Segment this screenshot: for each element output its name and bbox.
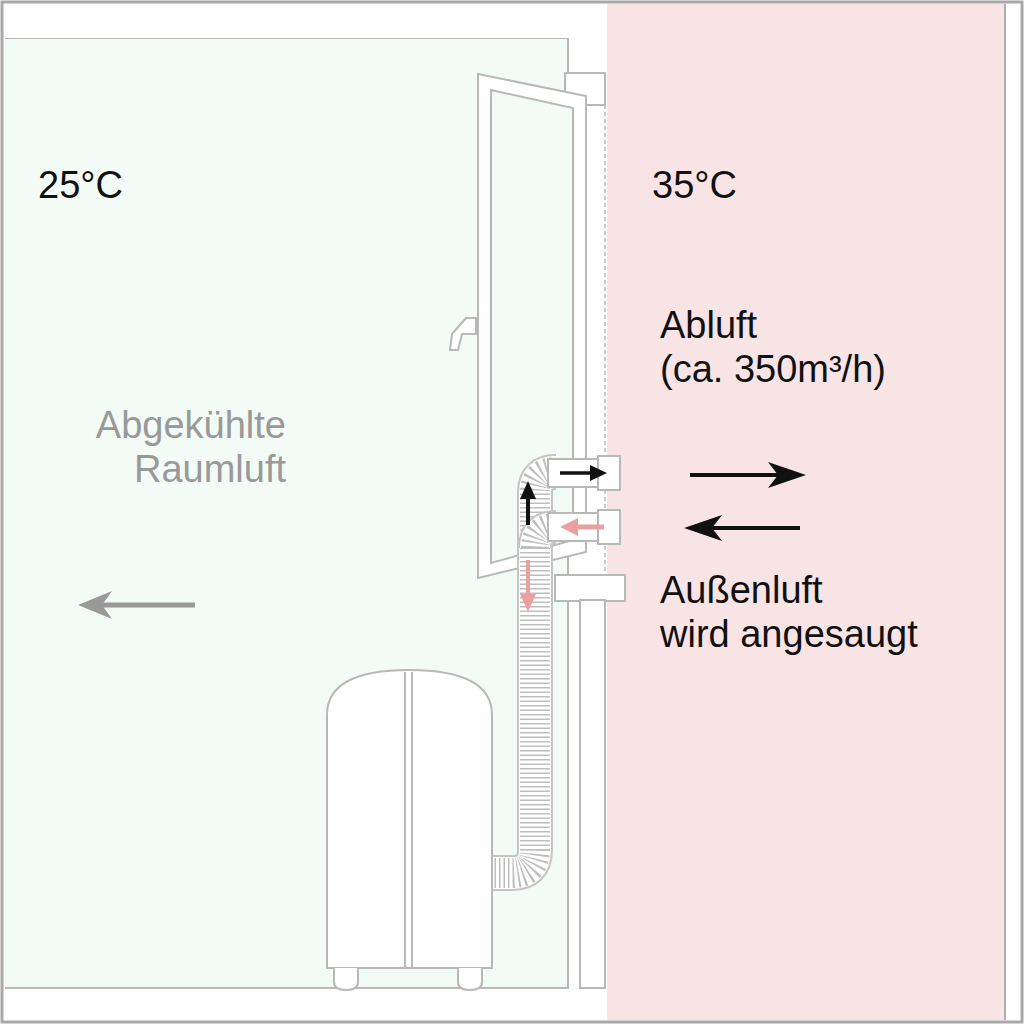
- window-opening: [604, 105, 606, 575]
- label-line: (ca. 350m³/h): [660, 347, 886, 391]
- hose-body: [490, 472, 556, 873]
- label-line: Raumluft: [96, 447, 286, 491]
- hose: [490, 472, 556, 873]
- cool-air-arrow: [100, 603, 195, 608]
- wall-top: [5, 5, 605, 38]
- flow-arrow-head: [520, 481, 536, 499]
- flow-label: Außenluft wird angesaugt: [660, 568, 918, 656]
- wall-below-window: [580, 600, 605, 988]
- flow-arrow: [560, 471, 592, 475]
- window-sill: [555, 575, 625, 601]
- window-handle: [450, 318, 476, 350]
- flow-arrow: [526, 560, 530, 594]
- temperature-label: 35°C: [652, 163, 737, 207]
- unit-seam: [404, 672, 406, 968]
- flow-arrow-head: [590, 465, 607, 481]
- window-pane: [491, 90, 573, 563]
- room-air-label: Abgekühlte Raumluft: [96, 403, 286, 491]
- wheel: [458, 968, 482, 990]
- temperature-label: 25°C: [38, 163, 123, 207]
- label-line: Abgekühlte: [96, 403, 286, 447]
- wall-bottom: [5, 989, 605, 1020]
- intake-arrow: [708, 526, 800, 530]
- exhaust-arrow: [690, 473, 782, 477]
- flow-arrow: [526, 497, 530, 525]
- outdoor-area: [607, 4, 1005, 1020]
- label-line: Abluft: [660, 303, 886, 347]
- label-line: Außenluft: [660, 568, 918, 612]
- flow-arrow: [576, 525, 604, 530]
- flow-label: Abluft (ca. 350m³/h): [660, 303, 886, 391]
- air-conditioner: [327, 670, 492, 968]
- flow-arrow-head: [560, 518, 578, 536]
- intake-arrow-head: [684, 515, 722, 541]
- room-ground: [5, 5, 605, 1020]
- cool-air-arrow-head: [78, 591, 112, 619]
- wheel: [334, 968, 358, 990]
- label-line: wird angesaugt: [660, 612, 918, 656]
- outdoor-edge: [1004, 4, 1006, 1020]
- hose-ribs: [490, 472, 556, 873]
- unit-seam: [411, 672, 413, 968]
- flow-arrow-head: [520, 594, 536, 612]
- exhaust-arrow-head: [768, 462, 806, 488]
